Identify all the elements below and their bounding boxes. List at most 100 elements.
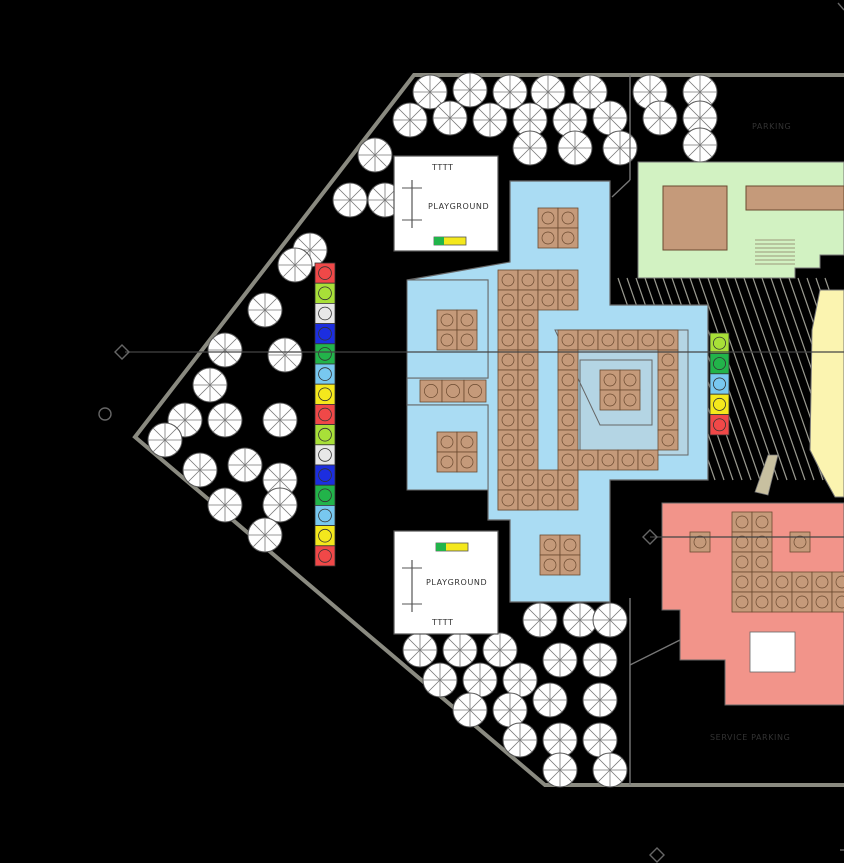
table-cell — [539, 534, 561, 556]
fence-lines — [611, 75, 681, 785]
color-cell — [314, 302, 336, 324]
tree-icon — [247, 292, 283, 328]
tree-icon — [582, 722, 618, 758]
table-cell — [497, 309, 519, 331]
table-cell — [557, 489, 579, 511]
table-cell — [537, 489, 559, 511]
tree-icon — [502, 662, 538, 698]
table-cell — [597, 329, 619, 351]
color-cell — [314, 444, 336, 466]
color-cell — [314, 424, 336, 446]
table-cell — [497, 349, 519, 371]
table-cell — [539, 554, 561, 576]
color-cell — [709, 414, 730, 436]
red-zone — [661, 502, 844, 706]
table-cell — [731, 591, 753, 613]
table-cell — [497, 449, 519, 471]
tree-icon — [262, 402, 298, 438]
playground-bottom-box — [393, 530, 499, 635]
playground-bottom-tag: TTTT — [431, 618, 454, 627]
table-cell — [731, 551, 753, 573]
table-cell — [517, 309, 539, 331]
table-cell — [619, 369, 641, 391]
tree-icon — [332, 182, 368, 218]
tree-icon — [557, 130, 593, 166]
table-cell — [517, 409, 539, 431]
color-cell — [314, 262, 336, 284]
green-zone — [637, 161, 844, 279]
tree-icon — [207, 487, 243, 523]
tree-icon — [262, 487, 298, 523]
tree-icon — [562, 602, 598, 638]
table-cell — [559, 554, 581, 576]
table-cell — [497, 489, 519, 511]
table-cell — [517, 289, 539, 311]
color-strip-right — [709, 332, 730, 436]
table-cell — [751, 551, 773, 573]
table-cell — [557, 389, 579, 411]
table-cell — [791, 571, 813, 593]
table-cell — [497, 409, 519, 431]
color-cell — [709, 352, 730, 375]
tree-icon — [402, 632, 438, 668]
tree-icon — [682, 127, 718, 163]
table-cell — [517, 269, 539, 291]
color-cell — [314, 403, 336, 425]
tree-icon — [682, 74, 718, 110]
table-cell — [731, 571, 753, 593]
tree-icon — [582, 642, 618, 678]
tree-icon — [247, 517, 283, 553]
tree-icon — [492, 74, 528, 110]
playground-top-box — [393, 155, 499, 252]
table-cell — [791, 591, 813, 613]
tree-icon — [207, 332, 243, 368]
tree-icon — [552, 102, 588, 138]
table-cell — [517, 389, 539, 411]
table-cell — [557, 409, 579, 431]
color-cell — [709, 373, 730, 395]
tree-icon — [472, 102, 508, 138]
table-cell — [537, 227, 559, 249]
color-cell — [314, 383, 336, 405]
table-cell — [497, 389, 519, 411]
tree-icon — [392, 102, 428, 138]
tree-icon — [277, 247, 313, 283]
table-cell — [599, 369, 621, 391]
color-cell — [709, 393, 730, 416]
table-cell — [497, 469, 519, 491]
table-cell — [456, 329, 478, 351]
tree-icon — [192, 367, 228, 403]
service-parking-label: SERVICE PARKING — [710, 733, 790, 742]
bench-block — [749, 631, 796, 673]
table-cell — [559, 534, 581, 556]
tree-clusters — [147, 72, 718, 788]
table-cell — [751, 571, 773, 593]
table-cell — [441, 379, 465, 403]
tree-icon — [632, 74, 668, 110]
table-cell — [456, 431, 478, 453]
table-cell — [617, 329, 639, 351]
tree-icon — [267, 337, 303, 373]
tree-icon — [572, 74, 608, 110]
tree-icon — [422, 662, 458, 698]
tree-icon — [642, 100, 678, 136]
table-cell — [831, 571, 844, 593]
table-cell — [557, 269, 579, 291]
section-lines — [125, 351, 844, 538]
tree-icon — [432, 100, 468, 136]
color-cell — [314, 343, 336, 365]
tree-icon — [512, 130, 548, 166]
tree-icon — [602, 130, 638, 166]
site-boundary — [132, 73, 844, 787]
table-cell — [599, 389, 621, 411]
table-cell — [517, 329, 539, 351]
table-cell — [557, 227, 579, 249]
table-cell — [751, 591, 773, 613]
tree-icon — [592, 752, 628, 788]
table-cell — [831, 591, 844, 613]
table-cell — [811, 591, 833, 613]
table-cell — [771, 591, 793, 613]
table-cell — [557, 207, 579, 229]
table-cell — [463, 379, 487, 403]
